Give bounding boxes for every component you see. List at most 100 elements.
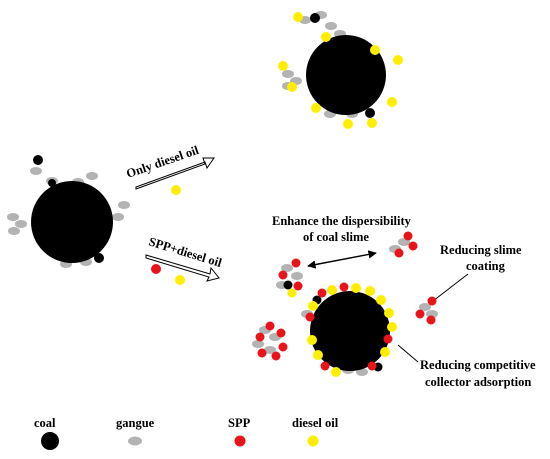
coal-fine bbox=[310, 13, 320, 23]
legend: coal gangue SPP diesel oil bbox=[34, 416, 339, 450]
pointer-line bbox=[432, 273, 469, 302]
gangue-particle bbox=[282, 70, 294, 78]
gangue-particle bbox=[252, 340, 264, 348]
pointer-line bbox=[397, 344, 419, 363]
spp-drop bbox=[255, 332, 265, 342]
diesel-drop bbox=[393, 55, 403, 65]
spp-drop bbox=[427, 296, 437, 306]
diesel-drop bbox=[321, 32, 331, 42]
diesel-drop bbox=[175, 275, 185, 285]
dispersibility-text-2: of coal slime bbox=[303, 230, 369, 244]
top-process-arrow: Only diesel oil bbox=[124, 143, 215, 195]
legend-spp-marker bbox=[234, 435, 246, 447]
diesel-drop bbox=[376, 295, 386, 305]
spp-drop bbox=[271, 351, 281, 361]
diesel-drop bbox=[387, 322, 397, 332]
diesel-drop bbox=[380, 347, 390, 357]
spp-drop bbox=[408, 241, 418, 251]
competitive-text-1: Reducing competitive bbox=[420, 358, 536, 372]
diesel-drop bbox=[343, 119, 353, 129]
diesel-drop bbox=[308, 301, 318, 311]
gangue-particle bbox=[112, 213, 124, 221]
spp-drop bbox=[278, 270, 288, 280]
dispersed-floc-left bbox=[276, 258, 303, 298]
coal-fine bbox=[283, 280, 293, 290]
gangue-particle bbox=[291, 272, 303, 280]
spp-drop bbox=[305, 312, 315, 322]
gangue-particle bbox=[8, 227, 20, 235]
spp-drop bbox=[151, 264, 161, 274]
arrow-top-label: Only diesel oil bbox=[124, 143, 201, 181]
slime-text-1: Reducing slime bbox=[440, 243, 522, 257]
diesel-drop bbox=[278, 61, 288, 71]
coal-fine bbox=[365, 108, 375, 118]
spp-drop bbox=[293, 281, 303, 291]
hollow-arrow bbox=[145, 254, 220, 282]
hollow-arrow bbox=[135, 157, 215, 190]
spp-drop bbox=[403, 231, 413, 241]
gangue-particle bbox=[86, 172, 98, 180]
gangue-particle bbox=[281, 264, 293, 272]
bottom-process-arrow: SPP+diesel oil bbox=[145, 234, 224, 285]
spp-drop bbox=[257, 348, 267, 358]
coal-fine bbox=[94, 253, 104, 263]
gangue-particle bbox=[264, 346, 276, 354]
spp-drop bbox=[276, 328, 286, 338]
spp-drop bbox=[291, 258, 301, 268]
diesel-drop bbox=[287, 288, 297, 298]
spp-drop bbox=[339, 282, 349, 292]
legend-diesel-label: diesel oil bbox=[292, 416, 339, 430]
dispersibility-text-1: Enhance the dispersibility bbox=[272, 214, 412, 228]
spp-drop bbox=[278, 342, 288, 352]
slime-coating-annotation: Reducing slime coating bbox=[415, 243, 522, 325]
diesel-drop bbox=[287, 82, 297, 92]
legend-coal-marker bbox=[41, 432, 59, 450]
spp-drop bbox=[426, 315, 436, 325]
spp-drop bbox=[265, 321, 275, 331]
spp-drop bbox=[383, 334, 393, 344]
left-coal-group bbox=[7, 155, 130, 268]
diesel-drop bbox=[327, 285, 337, 295]
top-right-coal-group bbox=[278, 11, 403, 129]
gangue-particle bbox=[118, 201, 130, 209]
legend-coal-label: coal bbox=[34, 416, 56, 430]
coal-particle bbox=[310, 291, 390, 371]
spp-drop bbox=[367, 361, 377, 371]
slime-text-2: coating bbox=[466, 259, 506, 273]
competitive-text-2: collector adsorption bbox=[425, 375, 531, 389]
diesel-drop bbox=[387, 97, 397, 107]
coal-particle bbox=[306, 35, 386, 115]
spp-drop bbox=[317, 288, 327, 298]
bottom-right-coal-group bbox=[301, 282, 397, 377]
gangue-particle bbox=[419, 303, 431, 311]
double-headed-arrow bbox=[307, 250, 377, 269]
diesel-drop bbox=[293, 12, 303, 22]
diesel-drop bbox=[307, 335, 317, 345]
coal-particle bbox=[31, 181, 113, 263]
diesel-drop bbox=[313, 350, 323, 360]
spp-drop bbox=[320, 361, 330, 371]
diesel-drop bbox=[365, 286, 375, 296]
diesel-drop bbox=[171, 185, 181, 195]
competitive-adsorption-annotation: Reducing competitive collector adsorptio… bbox=[397, 344, 536, 389]
dispersibility-annotation: Enhance the dispersibility of coal slime bbox=[272, 214, 412, 269]
diesel-drop bbox=[384, 308, 394, 318]
coal-fine bbox=[48, 179, 56, 187]
legend-diesel-marker bbox=[307, 435, 319, 447]
spp-drop bbox=[394, 248, 404, 258]
gangue-particle bbox=[15, 220, 27, 228]
spp-drop bbox=[415, 309, 425, 319]
gangue-particle bbox=[30, 167, 42, 175]
coal-fine bbox=[33, 155, 43, 165]
diesel-drop bbox=[370, 45, 380, 55]
diesel-drop bbox=[367, 118, 377, 128]
diesel-drop bbox=[351, 283, 361, 293]
gangue-particle bbox=[356, 368, 368, 376]
gangue-particle bbox=[7, 213, 19, 221]
dispersed-floc-right bbox=[389, 231, 418, 258]
diesel-drop bbox=[311, 103, 321, 113]
legend-spp-label: SPP bbox=[228, 416, 251, 430]
legend-gangue-label: gangue bbox=[116, 416, 155, 430]
diesel-drop bbox=[331, 367, 341, 377]
